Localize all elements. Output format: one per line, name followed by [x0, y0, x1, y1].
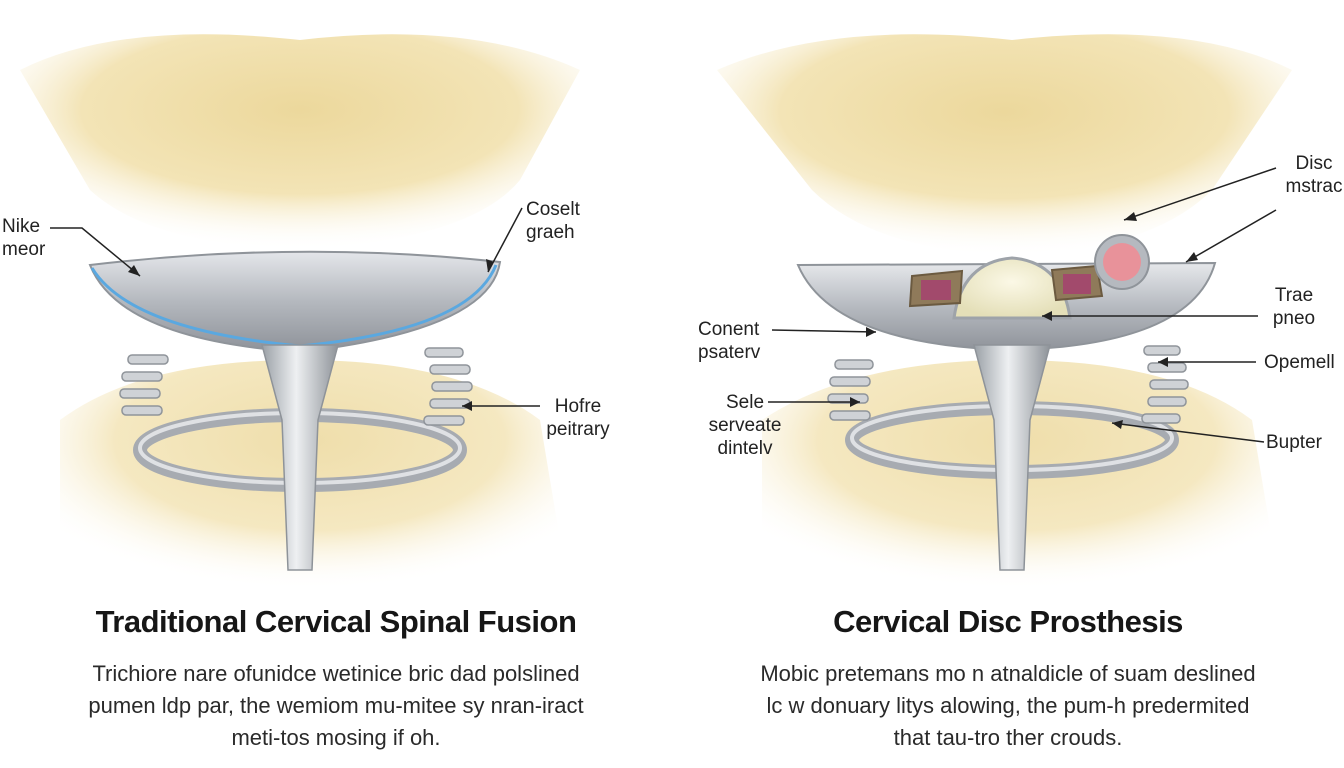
label-opemell: Opemell	[1264, 352, 1335, 373]
label-line: graeh	[526, 222, 575, 243]
prosthesis-illustration	[717, 34, 1292, 590]
label-hofre-peitrary: Hofre peitrary	[540, 395, 616, 441]
prosthesis-ribs-right	[1141, 345, 1189, 424]
label-sele-serveate-dintelv: Sele serveate dintelv	[706, 391, 784, 460]
fusion-plate	[88, 250, 502, 354]
fusion-description: Trichiore nare ofunidce wetinice bric da…	[36, 658, 636, 754]
label-line: Trae	[1274, 285, 1314, 306]
prosthesis-description: Mobic pretemans mo n atnaldicle of suam …	[708, 658, 1308, 754]
fusion-rod	[261, 344, 339, 571]
label-line: serveate	[708, 415, 782, 436]
label-line: Nike	[2, 216, 41, 237]
fusion-leader-lines	[50, 207, 540, 407]
upper-vertebra	[717, 34, 1292, 257]
description-line: Mobic pretemans mo n atnaldicle of suam …	[760, 661, 1256, 686]
description-line: lc w donuary litys alowing, the pum-h pr…	[766, 693, 1250, 718]
label-line: psaterv	[698, 342, 761, 363]
label-bupter: Bupter	[1266, 432, 1322, 453]
prosthesis-panel: Disc mstrac Trae pneo Conent psaterv Ope…	[672, 0, 1344, 768]
label-line: Conent	[698, 319, 760, 340]
label-line: Sele	[725, 392, 765, 413]
label-line: Coselt	[526, 199, 580, 220]
label-line: meor	[2, 239, 46, 260]
fusion-ribs-left	[119, 354, 169, 416]
fusion-illustration	[20, 34, 580, 590]
label-line: pneo	[1272, 308, 1316, 329]
label-line: dintelv	[717, 438, 773, 459]
label-line: mstrac	[1285, 176, 1343, 197]
square-inlay-left	[908, 269, 964, 308]
label-nike-meor: Nike meor	[2, 215, 45, 261]
label-coselt-graeh: Coselt graeh	[526, 198, 580, 244]
label-conent-psaterv: Conent psaterv	[698, 318, 760, 364]
prosthesis-ribs-left	[827, 359, 874, 421]
fusion-panel: Nike meor Coselt graeh Hofre peitrary Tr…	[2, 34, 636, 754]
label-line: Hofre	[554, 396, 602, 417]
description-line: that tau-tro ther crouds.	[893, 725, 1123, 750]
description-line: meti-tos mosing if oh.	[231, 725, 441, 750]
fusion-ribs-right	[423, 347, 473, 426]
description-line: pumen ldp par, the wemiom mu-mitee sy nr…	[88, 693, 584, 718]
label-line: peitrary	[546, 419, 610, 440]
label-trae-pneo: Trae pneo	[1266, 284, 1322, 330]
square-inlay-right	[1050, 264, 1104, 302]
upper-vertebra	[20, 34, 580, 251]
fusion-title: Traditional Cervical Spinal Fusion	[95, 604, 577, 639]
label-line: Disc	[1295, 153, 1333, 174]
prosthesis-leader-lines	[768, 167, 1277, 443]
prosthesis-rod	[973, 344, 1051, 571]
description-line: Trichiore nare ofunidce wetinice bric da…	[92, 661, 580, 686]
prosthesis-title: Cervical Disc Prosthesis	[833, 604, 1183, 639]
label-disc-mstrac: Disc mstrac	[1278, 152, 1344, 198]
